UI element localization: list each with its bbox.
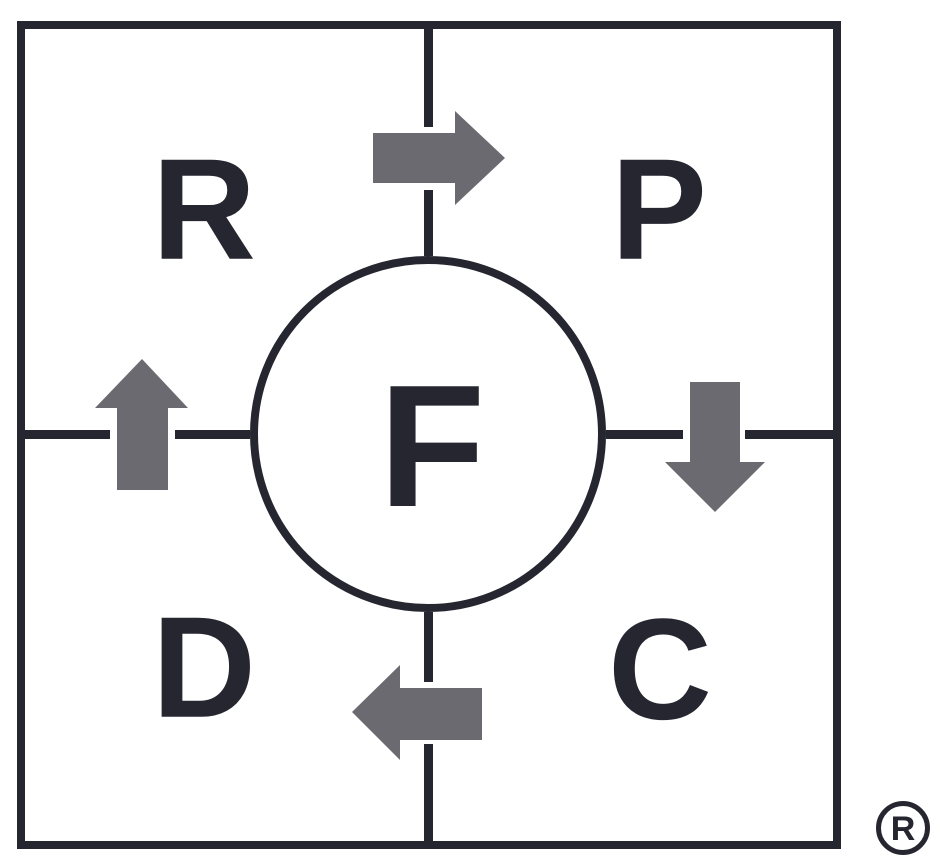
arrow-up-icon: [95, 359, 188, 490]
divider-vertical-top-segment: [424, 29, 433, 127]
arrow-right-icon: [373, 111, 505, 205]
quadrant-letter-bottom-left: D: [152, 586, 256, 748]
arrow-down-icon: [665, 382, 765, 512]
divider-vertical-lower-mid-segment: [424, 612, 433, 682]
center-circle: [250, 256, 606, 612]
divider-horizontal-left-mid-segment: [175, 430, 250, 439]
divider-horizontal-right-segment: [745, 430, 833, 439]
registered-trademark-letter: R: [890, 810, 916, 848]
quadrant-letter-top-left: R: [152, 128, 256, 290]
center-letter: F: [378, 347, 486, 543]
registered-trademark-icon: R: [876, 801, 930, 855]
arrow-left-icon: [352, 665, 482, 760]
quadrant-letter-bottom-right: C: [608, 588, 712, 750]
logo-outer-square: [17, 21, 841, 849]
divider-horizontal-left-segment: [25, 430, 110, 439]
divider-horizontal-right-mid-segment: [606, 430, 683, 439]
quadrant-letter-top-right: P: [610, 128, 708, 290]
divider-vertical-bottom-segment: [424, 744, 433, 841]
divider-vertical-upper-mid-segment: [424, 190, 433, 256]
